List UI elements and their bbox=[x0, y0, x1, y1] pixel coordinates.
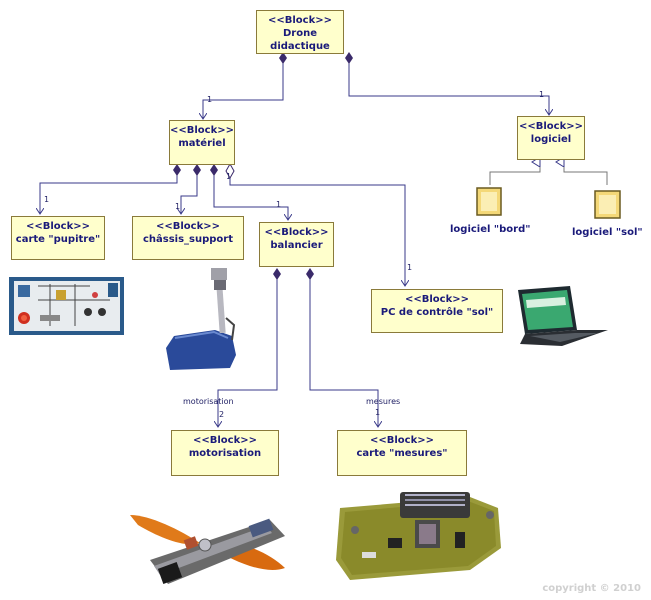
block-stereotype: <<Block>> bbox=[264, 227, 329, 238]
block-name: châssis_support bbox=[142, 234, 234, 245]
composition-materiel-balancier bbox=[210, 164, 288, 220]
block-stereotype: <<Block>> bbox=[404, 294, 469, 305]
composition-materiel-chassis bbox=[181, 164, 201, 214]
block-name: matériel bbox=[178, 138, 226, 149]
pupitre-photo bbox=[9, 277, 124, 335]
composition-balancier-motorisation bbox=[218, 268, 281, 427]
block-stereotype: <<Block>> bbox=[518, 121, 583, 132]
block-name: carte "pupitre" bbox=[15, 234, 101, 245]
block-chassis-support: <<Block>> châssis_support bbox=[132, 216, 244, 260]
multiplicity-materiel-chassis: 1 bbox=[175, 202, 181, 211]
composition-materiel-pupitre bbox=[40, 164, 181, 214]
block-carte-mesures: <<Block>> carte "mesures" bbox=[337, 430, 467, 476]
block-stereotype: <<Block>> bbox=[267, 15, 332, 26]
logiciel-sol-label: logiciel "sol" bbox=[572, 227, 643, 238]
block-stereotype: <<Block>> bbox=[369, 435, 434, 446]
block-name: logiciel bbox=[530, 134, 572, 145]
block-motorisation: <<Block>> motorisation bbox=[171, 430, 279, 476]
block-name: Drone didactique bbox=[270, 28, 330, 52]
generalization-sol-logiciel bbox=[564, 162, 608, 185]
multiplicity-drone-logiciel: 1 bbox=[539, 90, 545, 99]
multiplicity-materiel-balancier: 1 bbox=[276, 200, 282, 209]
role-motorisation: motorisation bbox=[183, 397, 234, 406]
multiplicity-materiel-pupitre: 1 bbox=[44, 195, 50, 204]
block-name: carte "mesures" bbox=[356, 448, 448, 459]
composition-drone-materiel bbox=[203, 52, 287, 119]
composition-balancier-mesures bbox=[306, 268, 378, 427]
block-pc-controle-sol: <<Block>> PC de contrôle "sol" bbox=[371, 289, 503, 333]
block-name: balancier bbox=[270, 240, 323, 251]
block-name: PC de contrôle "sol" bbox=[380, 307, 494, 318]
block-balancier: <<Block>> balancier bbox=[259, 222, 334, 267]
aggregation-materiel-pc bbox=[225, 162, 405, 286]
logiciel-sol-icon bbox=[594, 190, 621, 219]
block-carte-pupitre: <<Block>> carte "pupitre" bbox=[11, 216, 105, 260]
multiplicity-balancier-mesures: 1 bbox=[375, 408, 381, 417]
block-logiciel: <<Block>> logiciel bbox=[517, 116, 585, 160]
composition-drone-logiciel bbox=[345, 52, 549, 115]
multiplicity-balancier-motorisation: 2 bbox=[219, 410, 225, 419]
multiplicity-drone-materiel: 1 bbox=[207, 95, 213, 104]
multiplicity-materiel-upper: 1 bbox=[226, 172, 232, 181]
block-drone-didactique: <<Block>> Drone didactique bbox=[256, 10, 344, 54]
block-materiel: <<Block>> matériel bbox=[169, 120, 235, 165]
logiciel-bord-icon bbox=[476, 187, 502, 216]
mesures-pcb-photo bbox=[336, 492, 501, 580]
generalization-bord-logiciel bbox=[489, 162, 541, 185]
chassis-photo bbox=[166, 268, 236, 370]
block-stereotype: <<Block>> bbox=[155, 221, 220, 232]
laptop-photo bbox=[518, 286, 608, 346]
block-stereotype: <<Block>> bbox=[170, 125, 235, 136]
copyright-watermark: copyright © 2010 bbox=[542, 583, 641, 594]
role-mesures: mesures bbox=[366, 397, 401, 406]
block-stereotype: <<Block>> bbox=[25, 221, 90, 232]
block-name: motorisation bbox=[188, 448, 262, 459]
multiplicity-materiel-pc: 1 bbox=[407, 263, 413, 272]
block-stereotype: <<Block>> bbox=[192, 435, 257, 446]
logiciel-bord-label: logiciel "bord" bbox=[450, 224, 531, 235]
propeller-photo bbox=[130, 515, 285, 584]
